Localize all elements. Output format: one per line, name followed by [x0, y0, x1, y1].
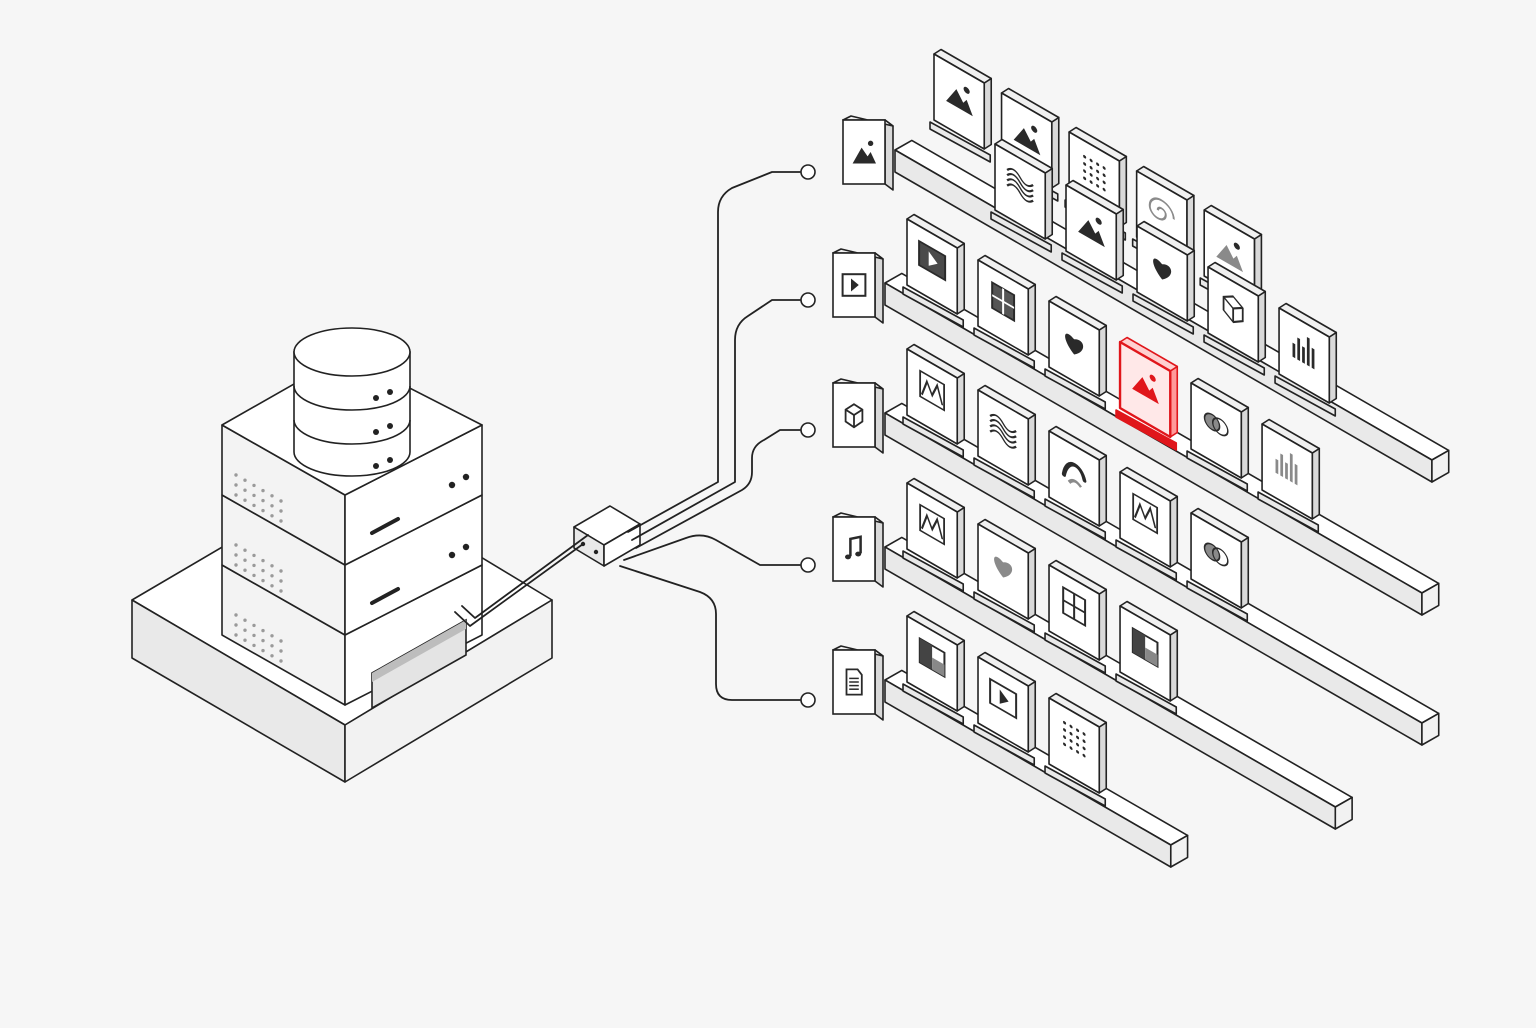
diagonal-frame-icon: [919, 369, 945, 412]
tile-diagonal-frame[interactable]: [902, 343, 966, 458]
tile-grid-quad[interactable]: [973, 254, 1037, 369]
plant-icon: [1065, 333, 1084, 355]
tile-chart-frame[interactable]: [1115, 466, 1179, 581]
status-led: [448, 481, 456, 489]
cable-port[interactable]: [800, 292, 816, 308]
tile-plant[interactable]: [1044, 295, 1108, 410]
wave-frame-icon: [989, 413, 1017, 449]
grid-window-icon: [1062, 585, 1087, 628]
status-led: [462, 543, 470, 551]
document-icon: [845, 668, 863, 696]
shelf-row-4: [832, 477, 1353, 830]
category-card-image[interactable]: [842, 115, 894, 191]
mountain-chart-icon: [946, 86, 973, 117]
grid-quad-icon: [991, 280, 1016, 323]
tile-dark-panel[interactable]: [902, 610, 966, 725]
tile-mountain-chart[interactable]: [929, 48, 993, 163]
mountain-photo-icon: [1013, 125, 1041, 156]
bar-chart-icon: [1275, 452, 1298, 486]
cable-bundle: [454, 164, 816, 708]
tile-area-chart[interactable]: [902, 477, 966, 592]
category-card-music-note[interactable]: [832, 512, 884, 588]
cable-port[interactable]: [800, 557, 816, 573]
tile-video-frame[interactable]: [902, 213, 966, 328]
cable-port[interactable]: [800, 164, 816, 180]
cable-row-1: [627, 171, 801, 533]
tile-cube-wireframe[interactable]: [1203, 261, 1267, 376]
play-icon: [841, 273, 867, 297]
spiral-icon: [1148, 197, 1175, 221]
cable-port[interactable]: [800, 422, 816, 438]
tile-grid-window[interactable]: [1044, 559, 1108, 674]
shelf-row-2: [832, 213, 1440, 616]
cube-icon: [844, 403, 864, 429]
shelf-row-1: [842, 48, 1450, 483]
data-table-icon: [1063, 720, 1086, 758]
category-card-cube[interactable]: [832, 378, 884, 454]
highlighted-tile-highlighted-image[interactable]: [1115, 336, 1179, 451]
leaf-shape-icon: [1153, 258, 1172, 280]
tile-overlap-circles[interactable]: [1186, 507, 1250, 622]
server-unit: [221, 564, 483, 710]
server-unit: [221, 494, 483, 636]
cable-row-3: [635, 429, 801, 549]
cable-row-4: [623, 534, 801, 566]
status-led: [462, 473, 470, 481]
tile-bar-blocks[interactable]: [1274, 302, 1338, 417]
tile-wave-frame[interactable]: [973, 384, 1037, 499]
shelf: [884, 536, 1353, 830]
mountain-outline-icon: [1216, 242, 1243, 273]
dark-panel-icon: [918, 636, 946, 679]
status-led: [448, 551, 456, 559]
vent-grille-icon: [234, 543, 283, 593]
drive-slot: [370, 587, 400, 605]
vent-grille-icon: [234, 613, 283, 663]
video-frame-icon: [918, 239, 947, 282]
server-unit: [221, 424, 483, 566]
tile-video-player[interactable]: [973, 651, 1037, 766]
video-player-icon: [989, 677, 1018, 720]
cable-port[interactable]: [800, 692, 816, 708]
cable-row-2: [631, 299, 801, 541]
shelf-row-5: [832, 610, 1189, 868]
wave-lines-icon: [1006, 167, 1034, 203]
drive-slot: [370, 517, 400, 535]
dot-grid-icon: [1083, 154, 1106, 192]
overlap-circles-icon: [1203, 542, 1229, 567]
server-stack: [131, 327, 553, 783]
area-chart-icon: [919, 503, 945, 546]
image-icon: [852, 140, 876, 164]
database-cylinder-icon: [293, 327, 411, 477]
split-panel-icon: [1131, 626, 1159, 669]
venn-circles-icon: [1203, 412, 1229, 437]
category-card-document[interactable]: [832, 645, 884, 721]
landscape-icon: [1078, 217, 1105, 248]
curve-icon: [1061, 461, 1087, 488]
music-note-icon: [845, 535, 862, 560]
bar-blocks-icon: [1292, 336, 1315, 370]
tile-bar-chart[interactable]: [1257, 418, 1321, 533]
tile-data-table[interactable]: [1044, 692, 1108, 807]
cube-wireframe-icon: [1222, 295, 1244, 324]
tile-wave-lines[interactable]: [990, 138, 1054, 253]
highlighted-image-icon: [1132, 374, 1159, 405]
tile-mountain-photo[interactable]: [996, 87, 1060, 202]
leaf-outline-icon: [994, 556, 1013, 578]
tile-leaf-shape[interactable]: [1132, 220, 1196, 335]
shelf: [884, 402, 1440, 746]
cable-row-5: [619, 565, 801, 701]
tile-curve[interactable]: [1044, 425, 1108, 540]
tile-leaf-outline[interactable]: [973, 518, 1037, 633]
vent-grille-icon: [234, 473, 283, 523]
tile-split-panel[interactable]: [1115, 600, 1179, 715]
tile-venn-circles[interactable]: [1186, 377, 1250, 492]
shelf-row-3: [832, 343, 1440, 746]
chart-frame-icon: [1132, 492, 1159, 535]
category-card-play[interactable]: [832, 248, 884, 324]
tile-landscape[interactable]: [1061, 179, 1125, 294]
